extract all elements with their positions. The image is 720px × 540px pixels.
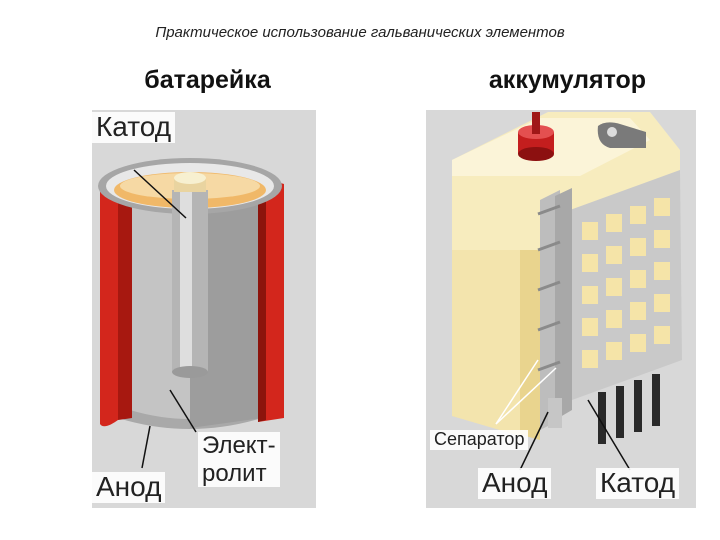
battery-electrolyte-label: Элект- ролит — [198, 432, 280, 488]
battery-heading: батарейка — [144, 66, 271, 94]
accumulator-anode-label: Анод — [478, 467, 552, 499]
accumulator-cathode-label: Катод — [596, 467, 680, 499]
grid-window-cells — [582, 198, 670, 368]
electrolyte-label-line2: ролит — [202, 459, 267, 487]
page-title: Практическое использование гальванически… — [155, 24, 565, 41]
battery-cathode-label: Катод — [92, 111, 176, 143]
accumulator-drawing — [452, 112, 682, 471]
battery-anode-label: Анод — [92, 471, 166, 503]
battery-drawing — [98, 158, 284, 469]
electrolyte-label-line1: Элект- — [202, 432, 276, 459]
accumulator-separator-label: Сепаратор — [430, 429, 529, 450]
accumulator-heading: аккумулятор — [488, 66, 647, 94]
